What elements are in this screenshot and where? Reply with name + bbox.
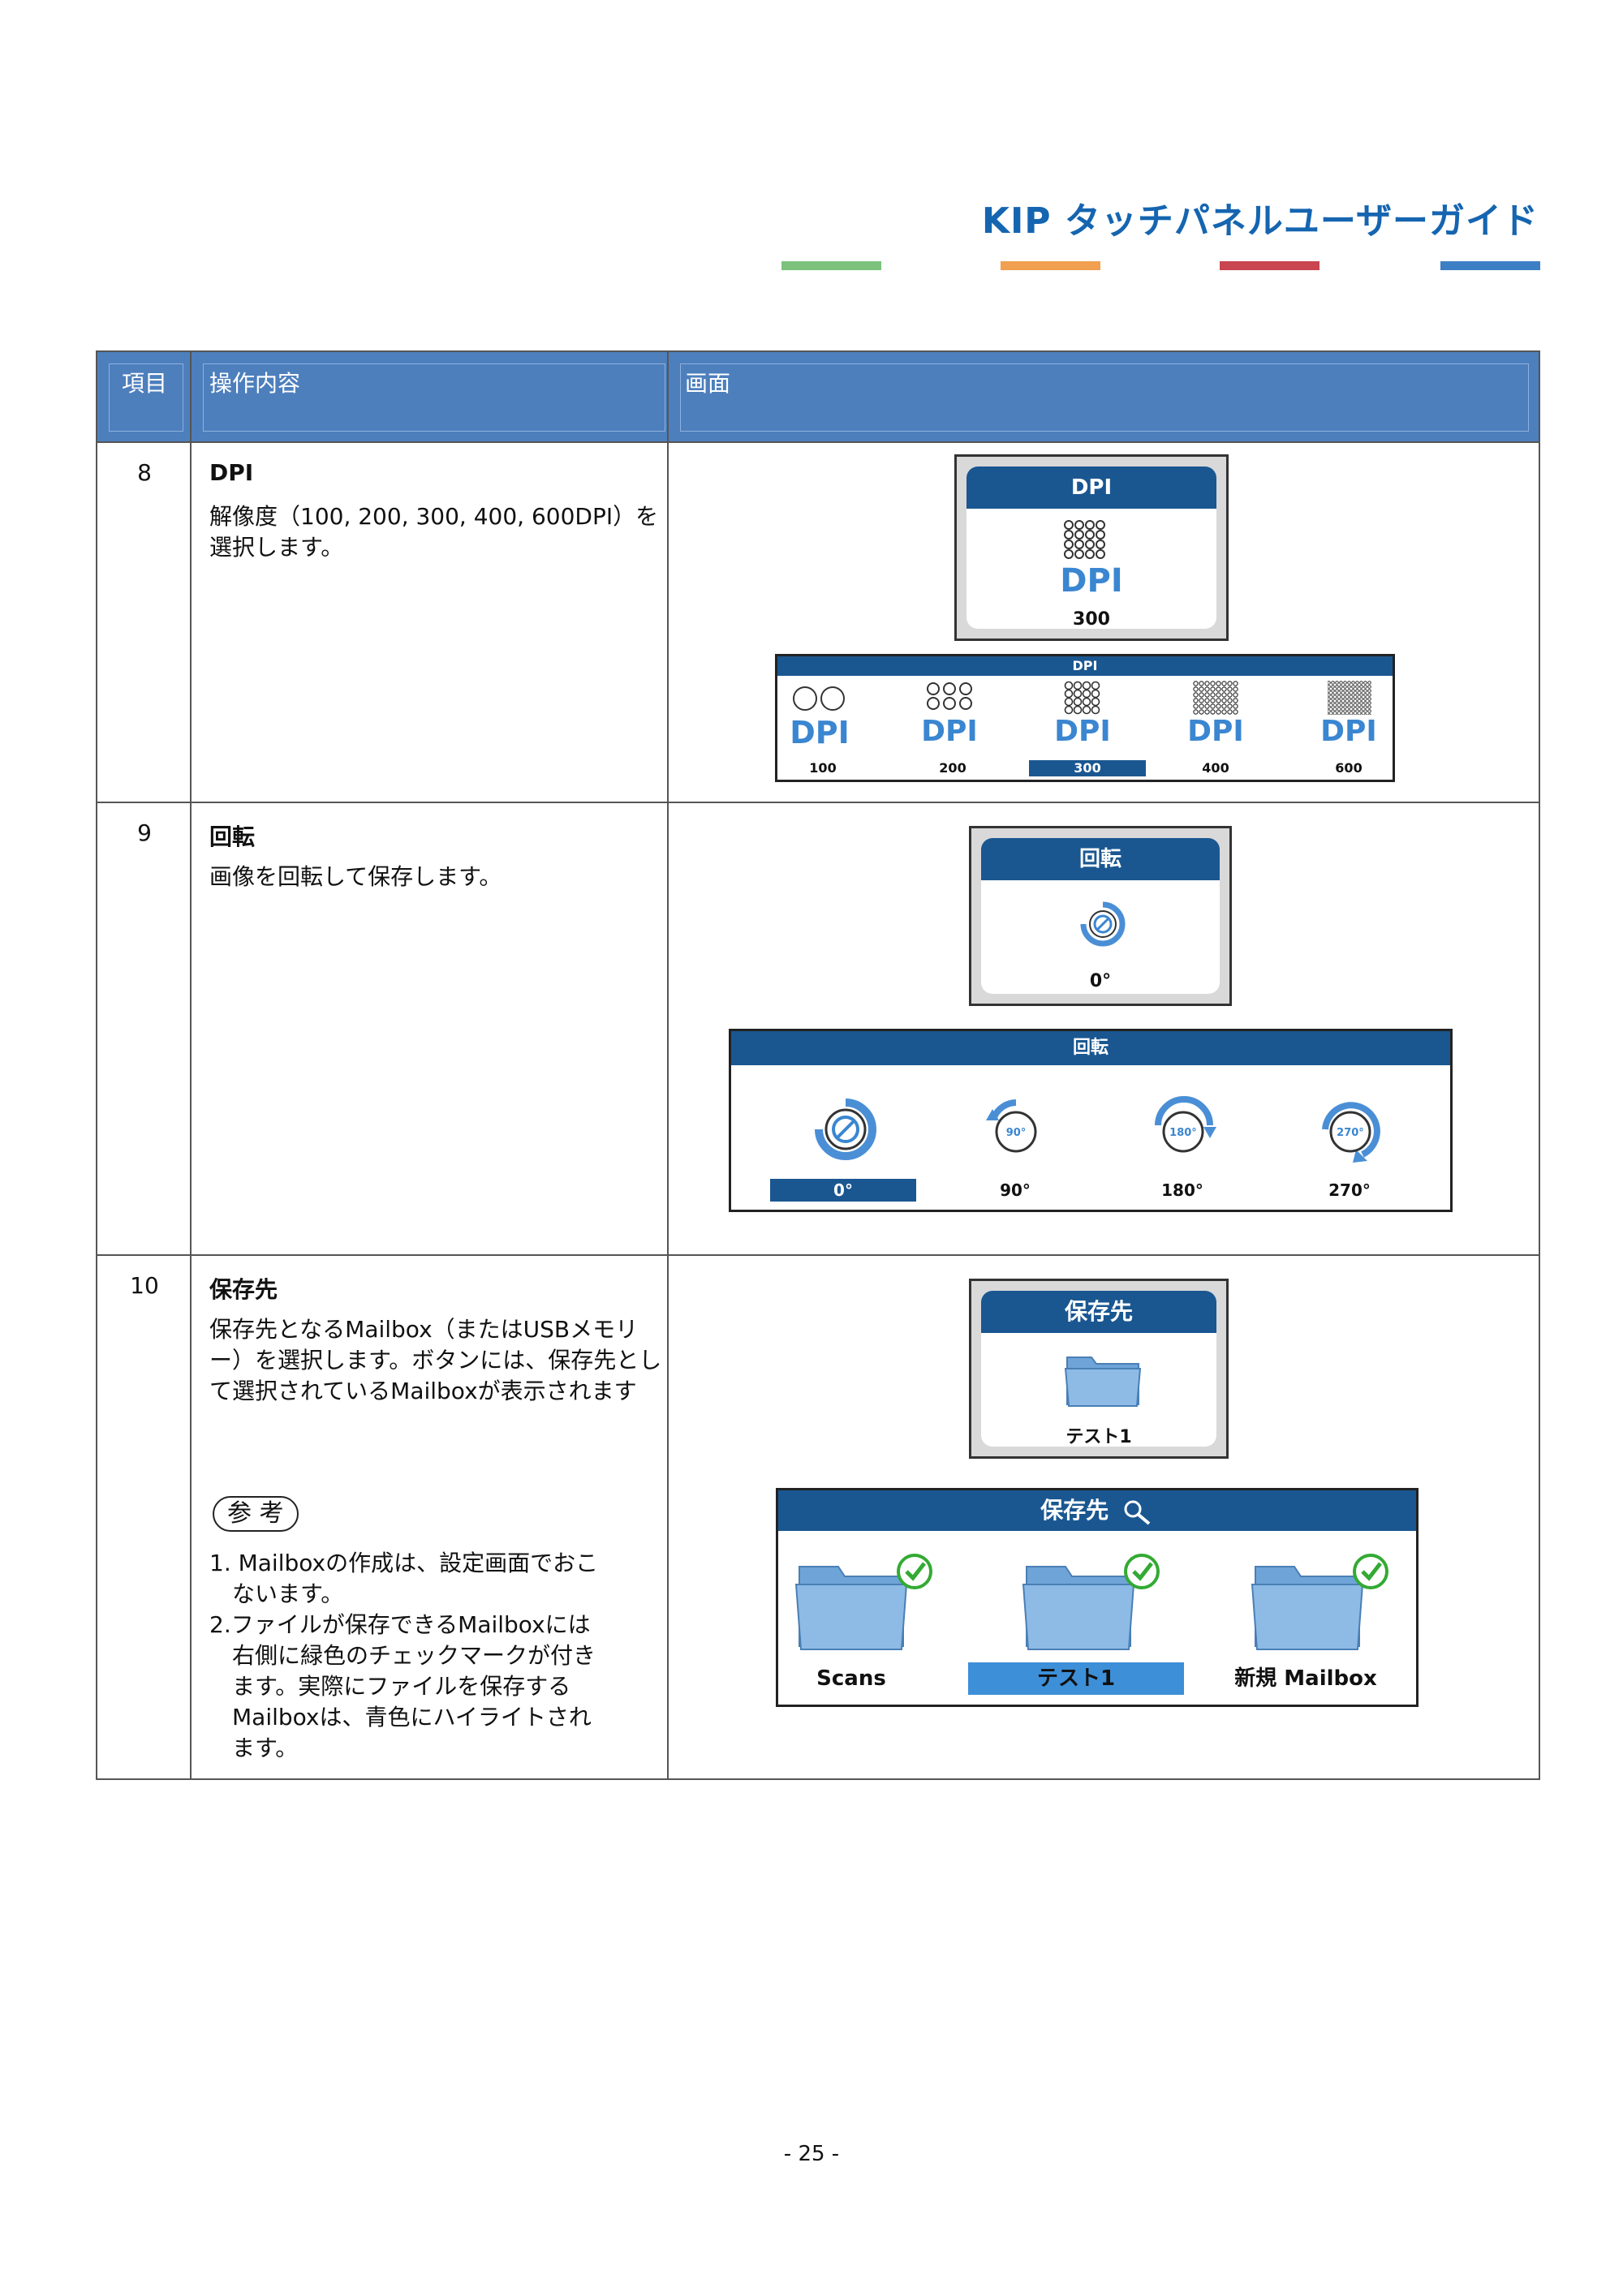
dpi-dots-icon (1193, 681, 1238, 715)
mailbox-label: 新規 Mailbox (1234, 1666, 1377, 1691)
dpi-button-value: 300 (1073, 609, 1110, 629)
row-title: 保存先 (209, 1276, 278, 1303)
dpi-dots-icon (1064, 681, 1100, 715)
dpi-option-400[interactable]: DPI (1182, 681, 1250, 778)
dpi-option-label: 400 (1202, 760, 1229, 776)
rotate-option-label-selected[interactable]: 0° (770, 1179, 916, 1202)
destination-button-value: テスト1 (1065, 1427, 1132, 1447)
row-title: 回転 (209, 823, 256, 850)
row-number: 9 (137, 819, 152, 846)
note-label: 参 考 (213, 1496, 299, 1532)
note-line: ないます。 (209, 1580, 344, 1607)
rotate-option-label[interactable]: 90° (1000, 1180, 1031, 1200)
dpi-button-title: DPI (966, 467, 1216, 509)
dpi-option-label: 100 (809, 760, 837, 776)
folder-icon (1064, 1357, 1142, 1407)
rotate-option-label[interactable]: 180° (1161, 1180, 1203, 1200)
row-title: DPI (209, 459, 254, 486)
dpi-dots-icon (927, 682, 972, 710)
note-line: 1. Mailboxの作成は、設定画面でおこ (209, 1550, 599, 1576)
destination-button[interactable]: 保存先 テスト1 (969, 1279, 1229, 1459)
rotate-90-icon[interactable]: 90° (971, 1085, 1061, 1174)
mailbox-test1[interactable] (1020, 1549, 1182, 1654)
rotate-button[interactable]: 回転 0° (969, 826, 1232, 1006)
dpi-option-word: DPI (921, 715, 978, 748)
search-icon[interactable] (1121, 1498, 1154, 1525)
dpi-option-label: 200 (939, 760, 966, 776)
destination-panel-title: 保存先 (1040, 1497, 1109, 1524)
destination-button-title: 保存先 (981, 1291, 1216, 1333)
dpi-option-word: DPI (1320, 715, 1377, 748)
page-number: - 25 - (783, 2142, 840, 2166)
dpi-option-200[interactable]: DPI (915, 681, 984, 778)
rotate-270-icon[interactable]: 270° (1306, 1085, 1395, 1174)
dpi-panel: DPI DPI DPI DPI (775, 654, 1395, 782)
note-line: ます。 (209, 1735, 299, 1761)
rotate-0-icon (1080, 901, 1126, 947)
dial-label: 90° (1006, 1127, 1027, 1139)
dpi-option-word: DPI (1054, 715, 1111, 748)
row-description: 画像を回転して保存します。 (209, 863, 502, 890)
accent-bar-orange (1001, 261, 1100, 270)
header-operation: 操作内容 (209, 370, 301, 397)
row-number: 10 (130, 1272, 159, 1299)
note-list: 1. Mailboxの作成は、設定画面でおこ ないます。 2.ファイルが保存でき… (209, 1548, 648, 1764)
row-description: 保存先となるMailbox（またはUSBメモリー）を選択します。ボタンには、保存… (209, 1316, 662, 1404)
dial-label: 270° (1337, 1127, 1364, 1139)
dpi-option-100[interactable]: DPI (786, 681, 854, 778)
rotate-button-title: 回転 (981, 838, 1220, 880)
destination-panel-title-bar: 保存先 (778, 1490, 1416, 1531)
dpi-option-label-selected: 300 (1029, 760, 1146, 776)
accent-bar-green (781, 261, 881, 270)
dpi-button[interactable]: DPI DPI 300 (954, 454, 1229, 641)
folder-icon (1022, 1554, 1160, 1650)
dpi-dots-icon (1328, 681, 1371, 715)
destination-panel: 保存先 Scans テスト1 新規 Mailbox (776, 1488, 1419, 1707)
note-line: 右側に緑色のチェックマークが付き (209, 1642, 596, 1669)
folder-icon (794, 1554, 932, 1650)
mailbox-label: Scans (816, 1666, 886, 1691)
rotate-panel: 回転 90° 180° 270° 0° 90° 180° 270° (729, 1029, 1453, 1212)
header-screen: 画面 (685, 370, 731, 397)
dpi-option-word: DPI (1187, 715, 1244, 748)
note-line: 2.ファイルが保存できるMailboxには (209, 1611, 591, 1638)
dpi-option-label: 600 (1335, 760, 1363, 776)
folder-icon (1251, 1554, 1388, 1650)
dpi-option-300[interactable]: DPI (1048, 681, 1117, 778)
accent-bar-red (1220, 261, 1319, 270)
dpi-option-word: DPI (790, 715, 850, 750)
rotate-0-icon[interactable] (801, 1085, 890, 1174)
row-number: 8 (137, 459, 152, 486)
accent-bar-blue (1440, 261, 1540, 270)
rotate-panel-title: 回転 (731, 1031, 1450, 1065)
rotate-option-label[interactable]: 270° (1328, 1180, 1371, 1200)
dpi-option-600[interactable]: DPI (1315, 681, 1383, 778)
header-item: 項目 (121, 370, 167, 397)
table-header-row: 項目 操作内容 画面 (97, 352, 1539, 443)
operation-table: 項目 操作内容 画面 8 DPI 解像度（100, 200, 300, 400,… (96, 350, 1540, 1780)
row-description: 解像度（100, 200, 300, 400, 600DPI）を選択します。 (209, 503, 659, 561)
mailbox-label-selected: テスト1 (968, 1662, 1184, 1695)
note-line: Mailboxは、青色にハイライトされ (209, 1704, 592, 1731)
dpi-icon-word: DPI (1060, 562, 1123, 600)
dial-label: 180° (1169, 1127, 1197, 1139)
rotate-180-icon[interactable]: 180° (1139, 1085, 1228, 1174)
dpi-icon (1064, 520, 1105, 559)
note-line: ます。実際にファイルを保存する (209, 1673, 571, 1700)
mailbox-new[interactable] (1249, 1549, 1411, 1654)
mailbox-scans[interactable] (793, 1549, 955, 1654)
dpi-dots-icon (793, 686, 845, 711)
page-title: KIP タッチパネルユーザーガイド (981, 200, 1539, 242)
rotate-button-value: 0° (1089, 971, 1112, 991)
dpi-panel-title: DPI (777, 656, 1393, 676)
